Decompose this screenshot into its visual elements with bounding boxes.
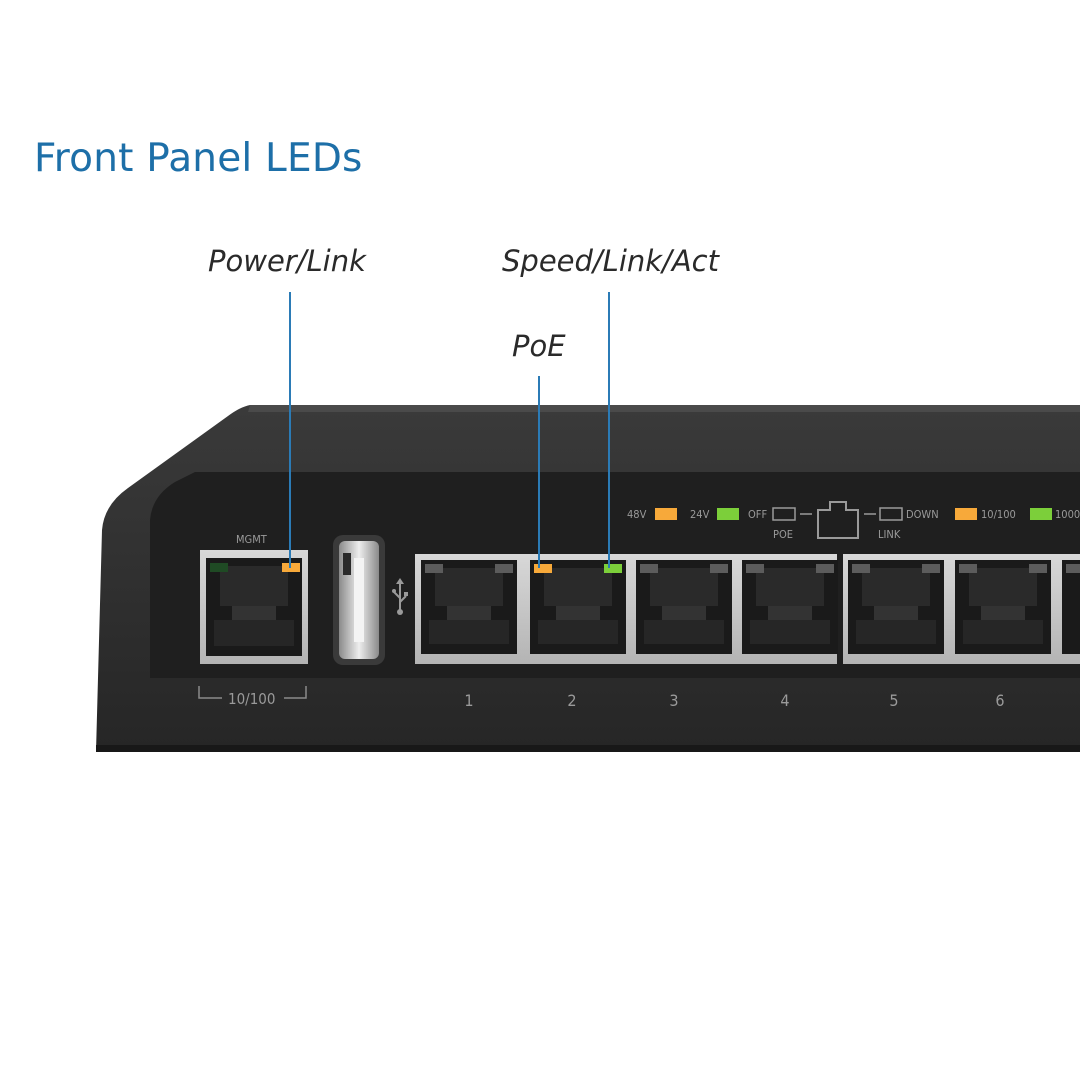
page-title: Front Panel LEDs [34,136,363,181]
chassis-top-highlight [248,405,1080,412]
rj45-port-3 [636,560,732,654]
port-3-led-right [710,564,728,573]
callout-speed-link-act: Speed/Link/Act [502,244,719,278]
rj45-port-4 [742,560,838,654]
legend-poe-label: POE [773,528,793,541]
mgmt-port [206,558,302,656]
legend-down-swatch [879,507,903,521]
leader-power-link [289,292,291,568]
mgmt-led-left [210,563,228,572]
callout-poe: PoE [512,329,566,363]
legend-24v-swatch [717,508,739,520]
callout-power-link: Power/Link [208,244,366,278]
legend-24v-label: 24V [690,508,710,521]
legend-off-label: OFF [748,508,767,521]
port-6-led-right [1029,564,1047,573]
mgmt-label: MGMT [236,533,268,546]
port-2-led-left [534,564,552,573]
legend-48v-label: 48V [627,508,647,521]
leader-poe [538,376,540,568]
port-3-led-left [640,564,658,573]
port-5-led-right [922,564,940,573]
port-6-led-left [959,564,977,573]
legend-1000-swatch [1030,508,1052,520]
mgmt-bracket-left [198,686,222,699]
port-number-4: 4 [780,691,789,710]
port-4-led-left [746,564,764,573]
port-2-led-right [604,564,622,573]
mgmt-speed-label: 10/100 [228,690,275,708]
legend-10-100-label: 10/100 [981,508,1016,521]
rj45-port-5 [848,560,944,654]
mgmt-bracket-right [284,686,307,699]
rj45-port-2 [530,560,626,654]
port-4-led-right [816,564,834,573]
leader-speed-link-act [608,292,610,568]
legend-down-label: DOWN [906,508,939,521]
bottom-lip [96,745,1080,752]
usb-icon [392,578,408,615]
legend-off-swatch [772,507,796,521]
port-number-6: 6 [995,691,1004,710]
rj45-port-1 [421,560,517,654]
rj45-port-6 [955,560,1051,654]
port-5-led-left [852,564,870,573]
port-number-5: 5 [889,691,898,710]
legend-10-100-swatch [955,508,977,520]
legend-link-label: LINK [878,528,901,541]
port-number-1: 1 [464,691,473,710]
port-number-2: 2 [567,691,576,710]
mgmt-led-right [282,563,300,572]
ethernet-port-icon [817,501,859,539]
legend-48v-swatch [655,508,677,520]
rj45-port-7 [1062,560,1080,654]
usb-port [333,535,385,665]
port-number-3: 3 [669,691,678,710]
port-1-led-right [495,564,513,573]
port-7-led-left [1066,564,1080,573]
legend-1000-label: 1000 [1055,508,1080,521]
port-1-led-left [425,564,443,573]
